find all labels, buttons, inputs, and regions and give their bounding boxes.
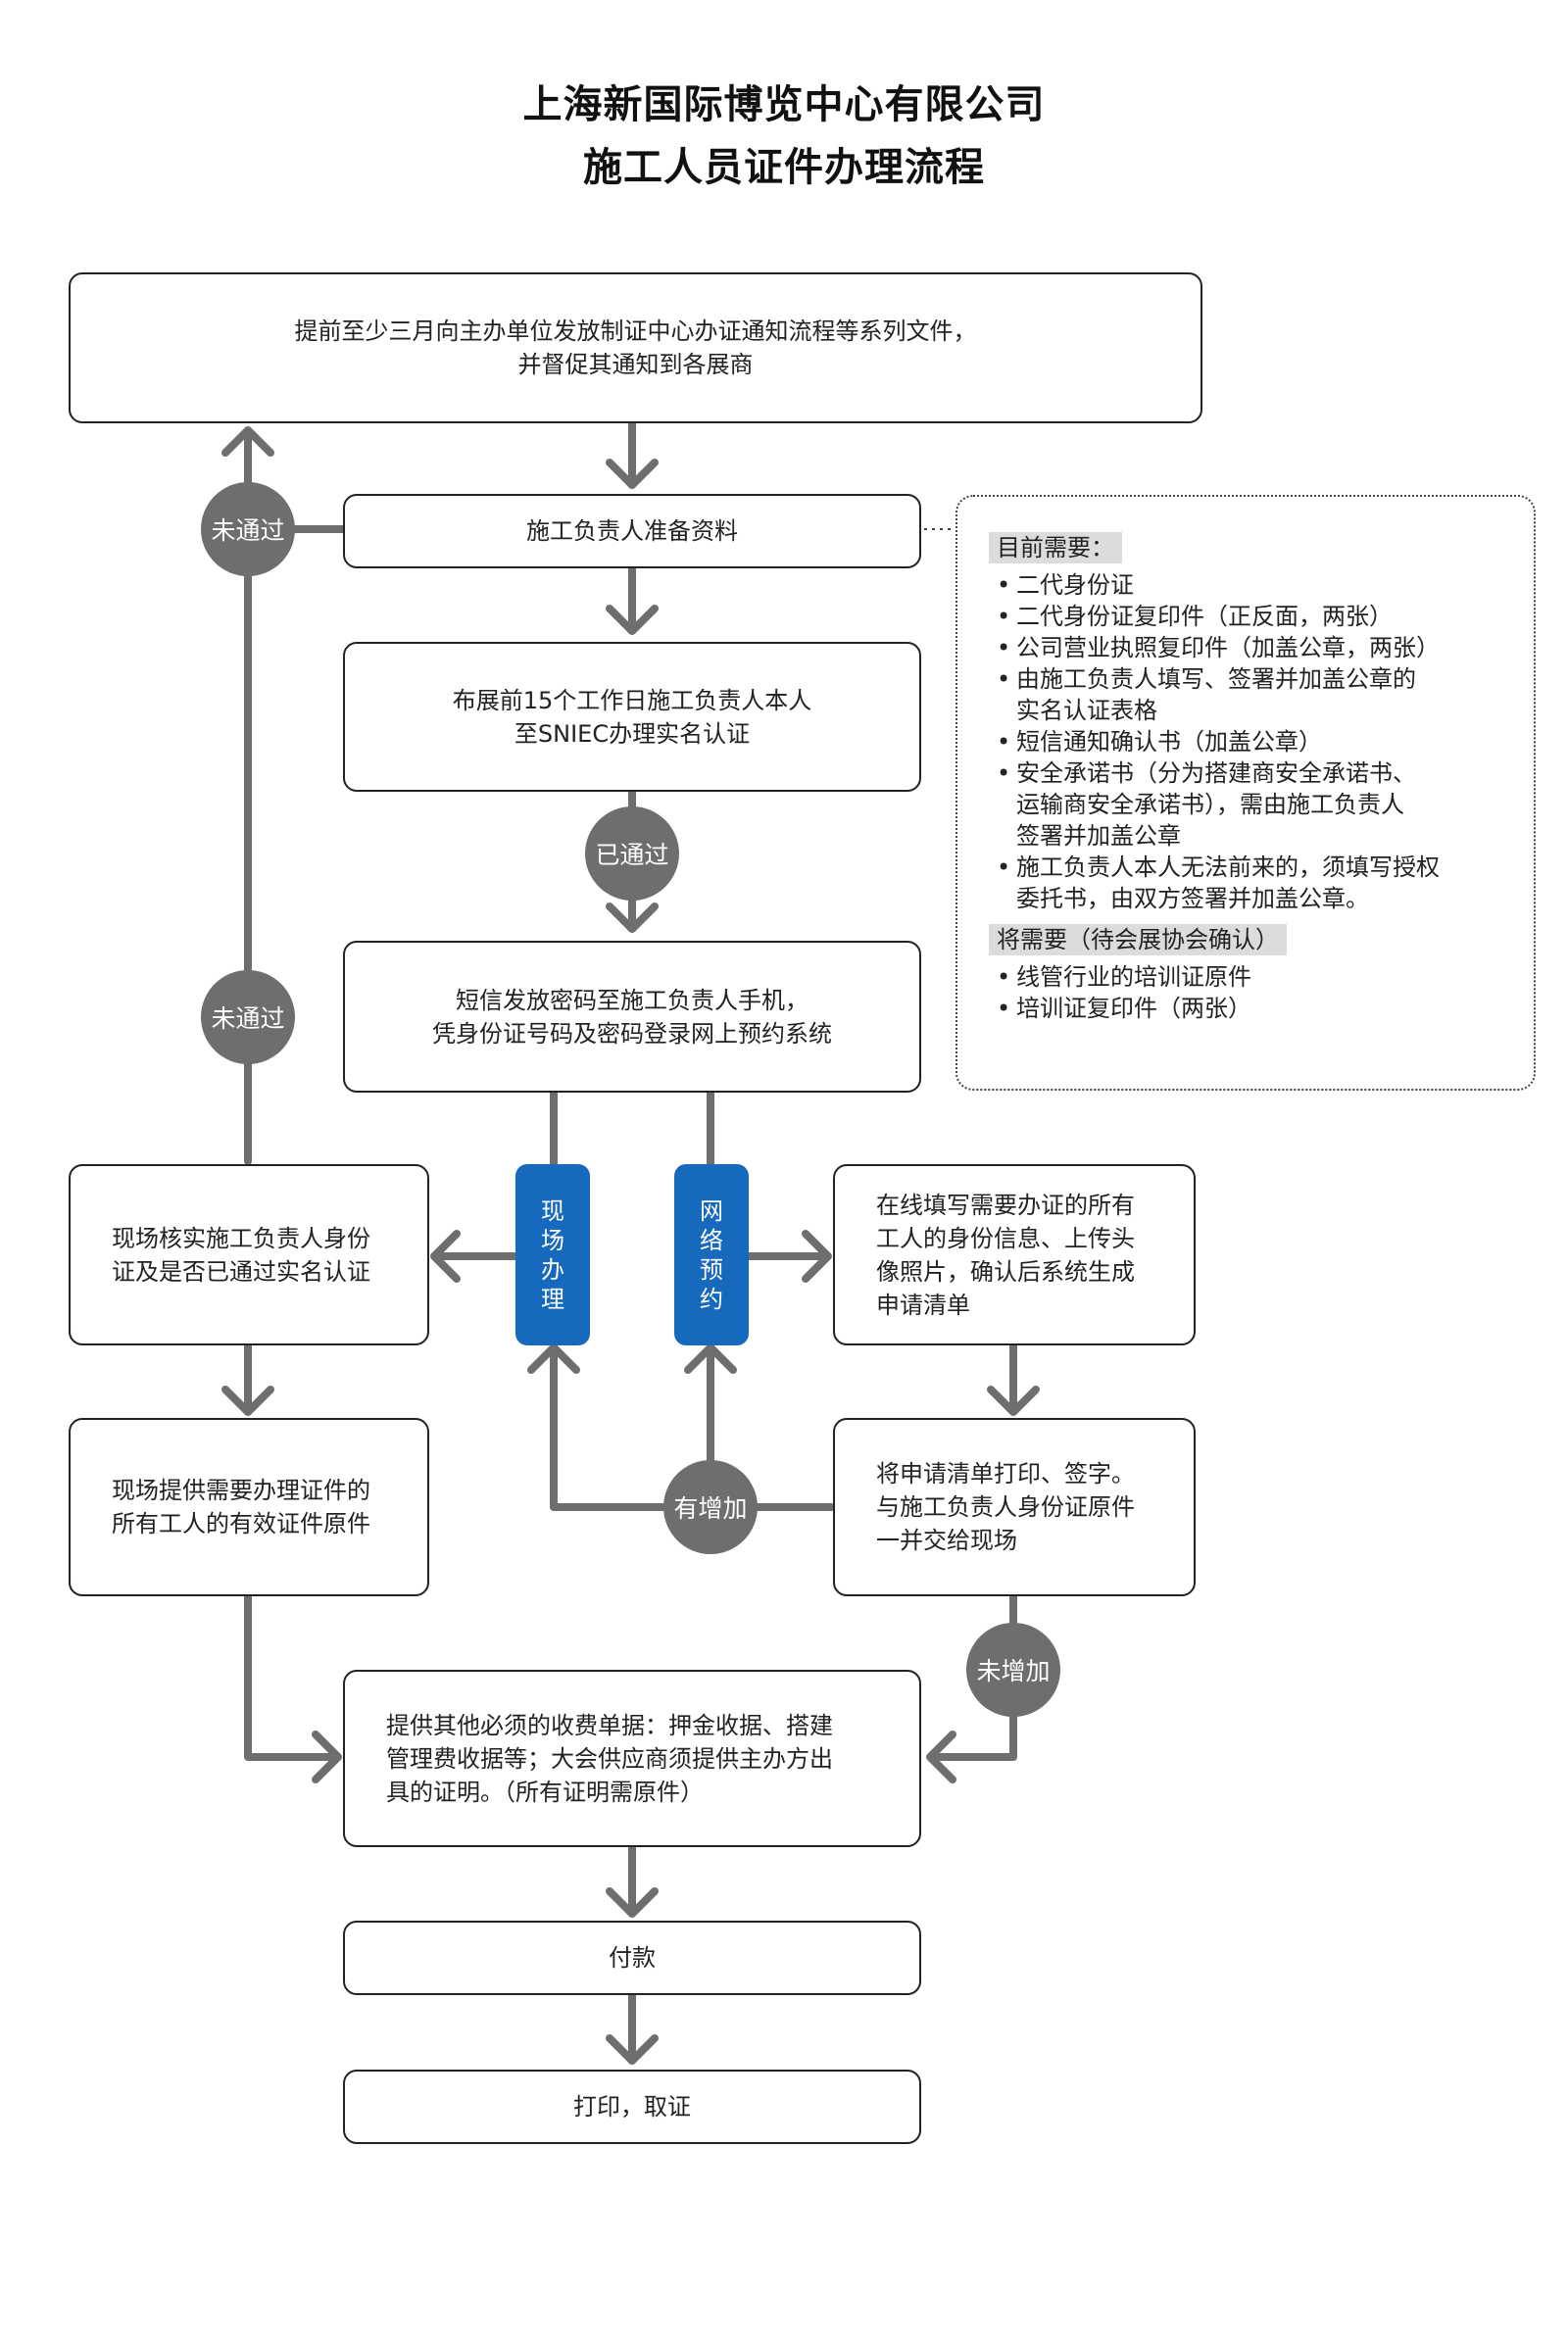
arrowhead-notify-return [221, 426, 274, 457]
arrowhead-realname [606, 605, 659, 635]
arrowhead-onsite-return [527, 1343, 580, 1374]
mode-onsite-pill: 现场办理 [515, 1164, 590, 1345]
step-onsite-docs-text: 现场提供需要办理证件的 所有工人的有效证件原件 [112, 1477, 370, 1537]
requirements-future-heading: 将需要（待会展协会确认） [989, 924, 1287, 955]
connector-docs-fees [244, 1592, 339, 1761]
requirements-current-item: 安全承诺书（分为搭建商安全承诺书、 运输商安全承诺书），需由施工负责人 签署并加… [997, 757, 1506, 852]
step-notify-text: 提前至少三月向主办单位发放制证中心办证通知流程等系列文件， 并督促其通知到各展商 [294, 317, 977, 378]
arrowhead-print [987, 1386, 1040, 1416]
step-collect-box: 打印，取证 [343, 2070, 921, 2144]
decision-not-added: 未增加 [966, 1623, 1060, 1717]
step-print-sign-text: 将申请清单打印、签字。 与施工负责人身份证原件 一并交给现场 [876, 1460, 1135, 1554]
step-onsite-docs-box: 现场提供需要办理证件的 所有工人的有效证件原件 [69, 1418, 429, 1596]
arrowhead-verify [430, 1230, 461, 1283]
arrowhead-prepare [606, 459, 659, 489]
arrowhead-pay [606, 1887, 659, 1918]
step-pay-box: 付款 [343, 1921, 921, 1995]
arrowhead-docs [221, 1386, 274, 1416]
step-collect-text: 打印，取证 [573, 2093, 691, 2121]
step-notify-box: 提前至少三月向主办单位发放制证中心办证通知流程等系列文件， 并督促其通知到各展商 [69, 272, 1202, 423]
title-line-2: 施工人员证件办理流程 [583, 145, 985, 190]
requirements-current-list: 二代身份证 二代身份证复印件（正反面，两张） 公司营业执照复印件（加盖公章，两张… [997, 569, 1506, 914]
decision-not-passed-middle: 未通过 [201, 970, 295, 1064]
step-realname-text: 布展前15个工作日施工负责人本人 至SNIEC办理实名认证 [452, 686, 812, 748]
requirements-future-item: 线管行业的培训证原件 [997, 961, 1506, 993]
requirements-current-item: 二代身份证 [997, 569, 1506, 601]
step-onsite-verify-text: 现场核实施工负责人身份 证及是否已通过实名认证 [112, 1224, 370, 1286]
mode-onsite-text: 现场办理 [541, 1196, 564, 1313]
step-realname-box: 布展前15个工作日施工负责人本人 至SNIEC办理实名认证 [343, 642, 921, 792]
title-line-1: 上海新国际博览中心有限公司 [522, 82, 1046, 127]
step-online-fill-box: 在线填写需要办证的所有 工人的身份信息、上传头 像照片，确认后系统生成 申请清单 [833, 1164, 1196, 1345]
arrowhead-fill [802, 1230, 832, 1283]
arrowhead-fees-right [926, 1731, 956, 1783]
requirements-panel: 目前需要： 二代身份证 二代身份证复印件（正反面，两张） 公司营业执照复印件（加… [956, 495, 1536, 1091]
arrowhead-online-return [684, 1343, 737, 1374]
decision-not-passed-top: 未通过 [201, 482, 295, 576]
step-prepare-text: 施工负责人准备资料 [526, 517, 738, 545]
requirements-future-list: 线管行业的培训证原件 培训证复印件（两张） [997, 961, 1506, 1024]
step-sms-text: 短信发放密码至施工负责人手机， 凭身份证号码及密码登录网上预约系统 [432, 986, 832, 1048]
requirements-future-item: 培训证复印件（两张） [997, 993, 1506, 1024]
decision-passed: 已通过 [585, 806, 679, 901]
requirements-current-item: 短信通知确认书（加盖公章） [997, 726, 1506, 757]
step-print-sign-box: 将申请清单打印、签字。 与施工负责人身份证原件 一并交给现场 [833, 1418, 1196, 1596]
step-onsite-verify-box: 现场核实施工负责人身份 证及是否已通过实名认证 [69, 1164, 429, 1345]
step-pay-text: 付款 [609, 1944, 656, 1972]
requirements-current-item: 由施工负责人填写、签署并加盖公章的 实名认证表格 [997, 663, 1506, 726]
arrowhead-fees-left [312, 1731, 342, 1783]
arrowhead-sms [606, 903, 659, 933]
step-online-fill-text: 在线填写需要办证的所有 工人的身份信息、上传头 像照片，确认后系统生成 申请清单 [876, 1191, 1135, 1319]
requirements-current-item: 二代身份证复印件（正反面，两张） [997, 601, 1506, 632]
mode-online-text: 网络预约 [700, 1196, 723, 1313]
requirements-current-heading: 目前需要： [989, 532, 1122, 563]
arrowhead-collect [606, 2034, 659, 2065]
mode-online-pill: 网络预约 [674, 1164, 749, 1345]
decision-added: 有增加 [663, 1460, 758, 1554]
requirements-current-item: 公司营业执照复印件（加盖公章，两张） [997, 632, 1506, 663]
step-fees-box: 提供其他必须的收费单据：押金收据、搭建 管理费收据等；大会供应商须提供主办方出 … [343, 1670, 921, 1847]
step-fees-text: 提供其他必须的收费单据：押金收据、搭建 管理费收据等；大会供应商须提供主办方出 … [386, 1711, 833, 1806]
requirements-current-item: 施工负责人本人无法前来的，须填写授权 委托书，由双方签署并加盖公章。 [997, 852, 1506, 914]
step-prepare-box: 施工负责人准备资料 [343, 494, 921, 568]
step-sms-box: 短信发放密码至施工负责人手机， 凭身份证号码及密码登录网上预约系统 [343, 941, 921, 1093]
